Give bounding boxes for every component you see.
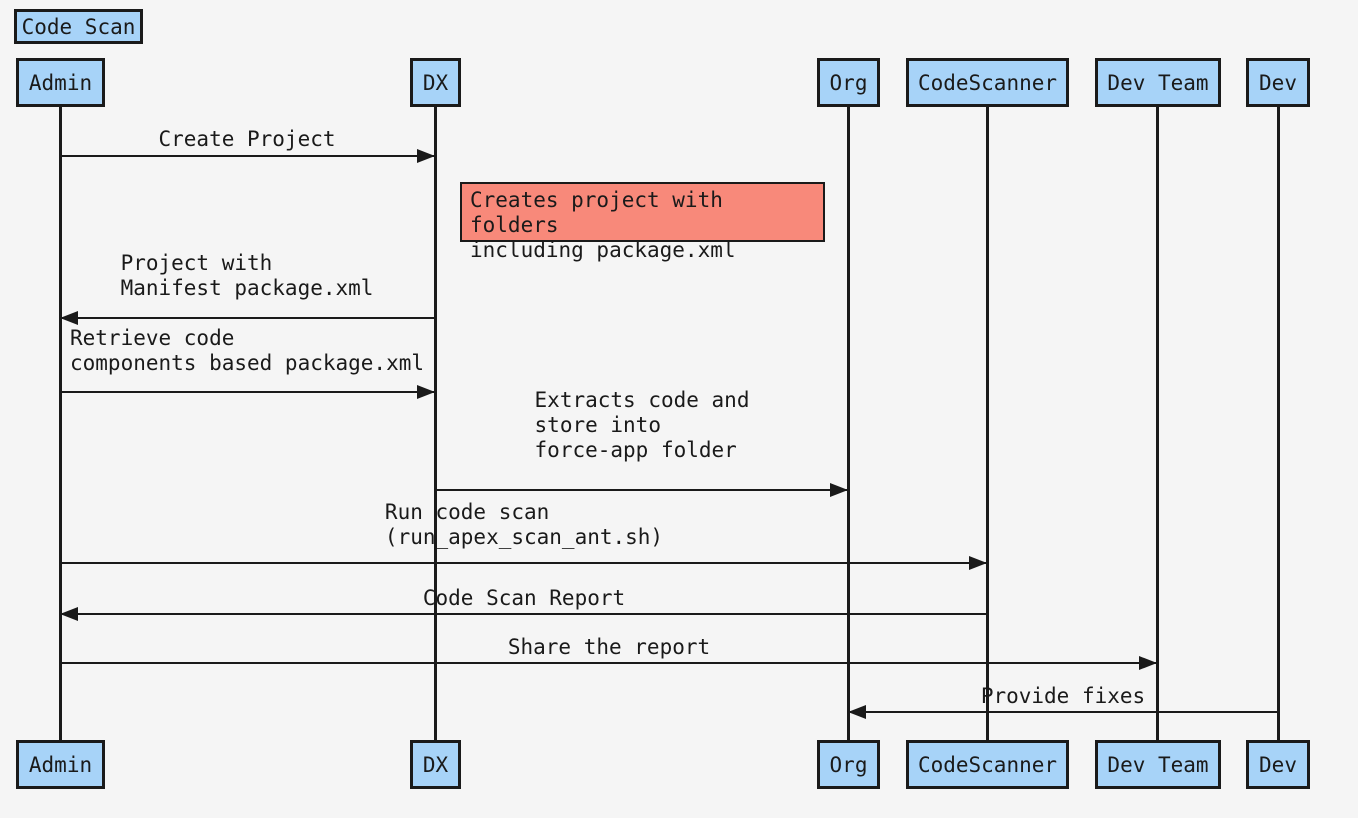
participant-devteam-top: Dev Team [1095, 58, 1221, 107]
message-label-share-the-report: Share the report [507, 635, 711, 659]
message-label-provide-fixes: Provide fixes [980, 684, 1146, 708]
lifeline-dx [434, 107, 437, 740]
lifeline-codescanner [986, 107, 989, 740]
participant-admin-bottom: Admin [16, 740, 105, 789]
lifeline-devteam [1156, 107, 1159, 740]
lifeline-org [847, 107, 850, 740]
participant-dev-top: Dev [1246, 58, 1310, 107]
message-arrow-extracts-code [435, 482, 848, 497]
participant-devteam-bottom: Dev Team [1095, 740, 1221, 789]
participant-codescanner-bottom: CodeScanner [906, 740, 1069, 789]
message-arrow-project-with-manifest [60, 310, 435, 325]
message-label-retrieve-code: Retrieve code components based package.x… [69, 326, 425, 375]
lifeline-dev [1277, 107, 1280, 740]
message-arrow-create-project [60, 148, 435, 163]
participant-codescanner-top: CodeScanner [906, 58, 1069, 107]
message-arrow-run-code-scan [60, 555, 987, 570]
participant-dev-bottom: Dev [1246, 740, 1310, 789]
participant-dx-top: DX [410, 58, 461, 107]
message-label-create-project: Create Project [158, 127, 336, 151]
message-label-project-with-manifest: Project with Manifest package.xml [120, 251, 374, 300]
message-label-extracts-code: Extracts code and store into force-app f… [534, 388, 750, 462]
message-arrow-retrieve-code [60, 384, 435, 399]
participant-org-bottom: Org [817, 740, 880, 789]
participant-admin-top: Admin [16, 58, 105, 107]
diagram-title: Code Scan [14, 9, 143, 44]
participant-org-top: Org [817, 58, 880, 107]
message-label-code-scan-report: Code Scan Report [422, 586, 626, 610]
message-arrow-provide-fixes [848, 704, 1278, 719]
message-arrow-share-the-report [60, 655, 1157, 670]
message-label-run-code-scan: Run code scan (run_apex_scan_ant.sh) [384, 500, 664, 549]
note-box: Creates project with folders including p… [460, 182, 825, 262]
lifeline-admin [59, 107, 62, 740]
participant-dx-bottom: DX [410, 740, 461, 789]
message-arrow-code-scan-report [60, 606, 987, 621]
